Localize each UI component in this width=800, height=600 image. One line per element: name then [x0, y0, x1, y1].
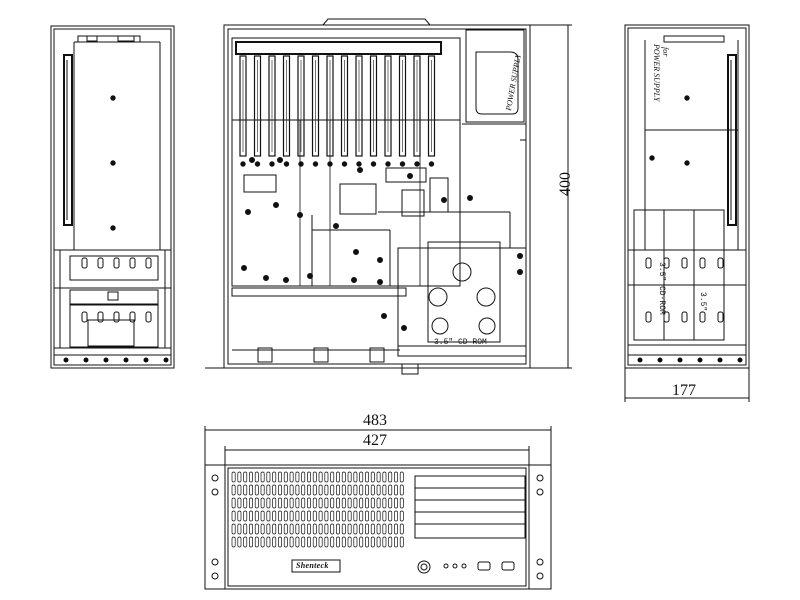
- cdrom-label-right-b: 3.5": [698, 292, 707, 312]
- brand-logo-text: Shenteck: [296, 561, 329, 570]
- top-view: [205, 18, 531, 375]
- power-supply-label-right: POWER SUPPLY: [652, 44, 661, 102]
- dimension-height-label: 177: [672, 382, 696, 399]
- dimension-depth-label: 400: [557, 172, 574, 196]
- for-label-right: for: [661, 47, 670, 57]
- dimension-chassis-width-label: 427: [363, 432, 387, 449]
- dimension-overall-width-label: 483: [363, 412, 387, 429]
- right-side-view: [624, 24, 750, 402]
- mounting-holes: [211, 474, 544, 580]
- front-view: [204, 426, 552, 590]
- cdrom-label-right-a: 3.5" CD-ROM: [657, 262, 666, 315]
- cdrom-label-top: 3.5" CD-ROM: [434, 338, 487, 347]
- left-side-view: [50, 25, 175, 369]
- dimension-400: [530, 24, 572, 369]
